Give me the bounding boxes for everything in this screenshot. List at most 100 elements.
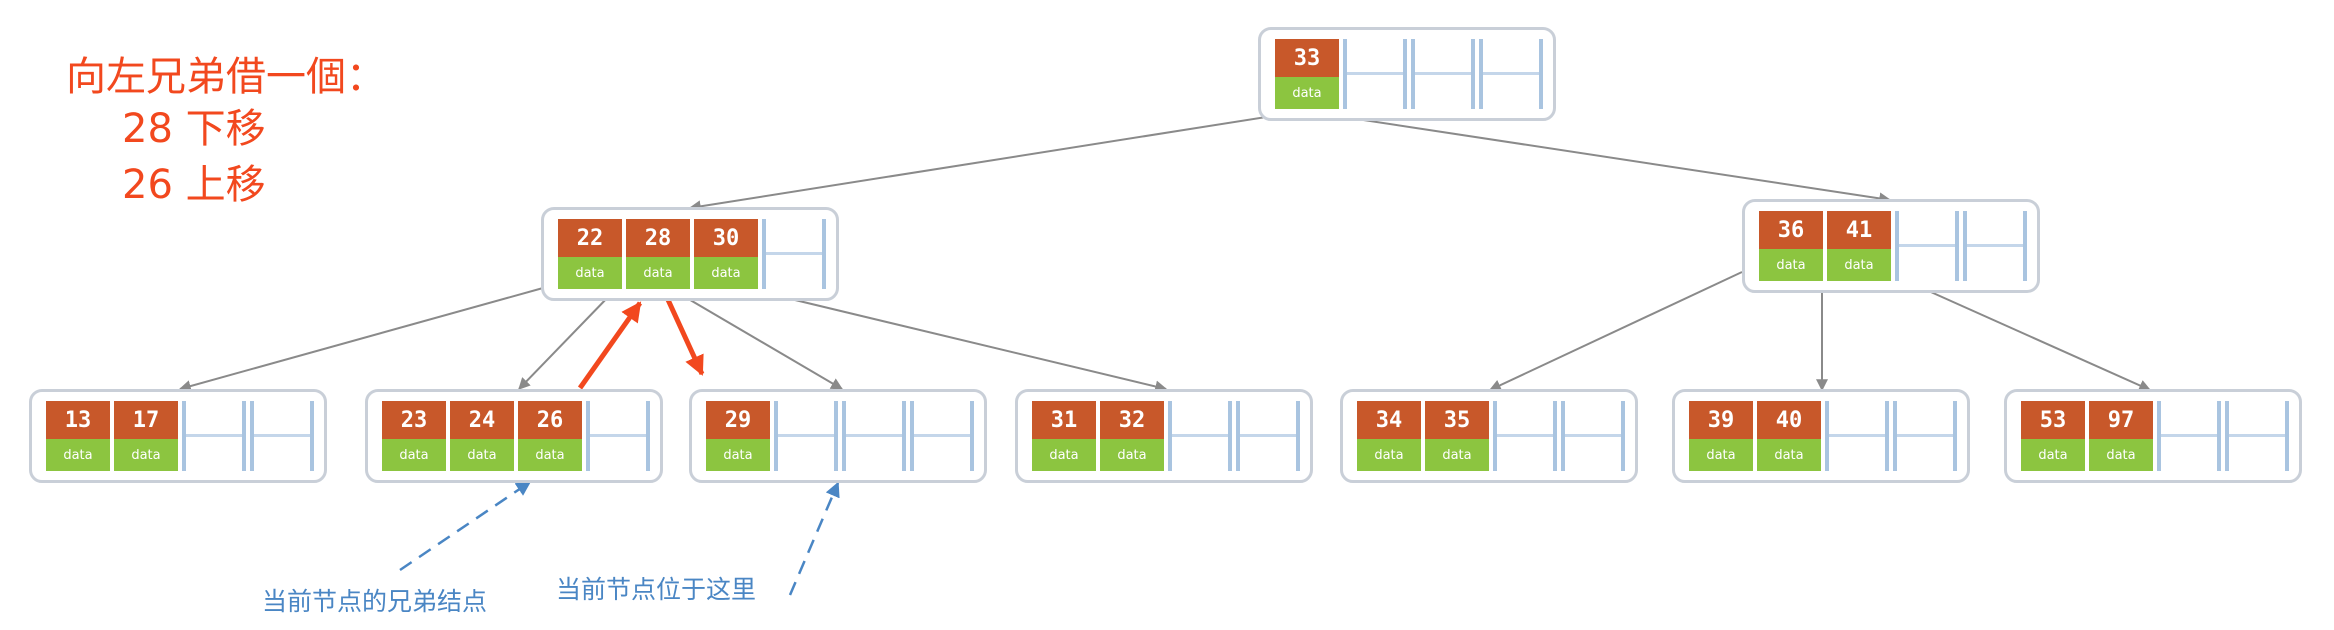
empty-slot [1893,401,1957,471]
data-label: data [1757,439,1821,471]
annotation-line-1: 向左兄弟借一個： [66,54,386,100]
empty-slot [182,401,246,471]
empty-slot [1825,401,1889,471]
key-value: 35 [1425,401,1489,439]
key-value: 29 [706,401,770,439]
empty-slot [250,401,314,471]
edge-root-left [688,110,1305,213]
key-value: 23 [382,401,446,439]
empty-slot [762,219,826,289]
empty-slot [842,401,906,471]
empty-slot [1561,401,1625,471]
data-label: data [382,439,446,471]
edge-internal-right-2 [1903,279,2152,392]
data-label: data [1032,439,1096,471]
data-label: data [558,257,622,289]
data-label: data [1689,439,1753,471]
data-label: data [1275,77,1339,109]
empty-slot [2225,401,2289,471]
annotation-line-2: 28 下移 [122,106,266,152]
key-value: 28 [626,219,690,257]
key-value: 17 [114,401,178,439]
edge-internal-left-1 [518,293,612,390]
empty-slot [1168,401,1232,471]
empty-slot [1479,39,1543,109]
data-label: data [626,257,690,289]
key-value: 30 [694,219,758,257]
key-value: 40 [1757,401,1821,439]
edge-internal-left-2 [679,293,844,390]
annotation-line-3: 26 上移 [122,162,266,208]
data-label: data [2021,439,2085,471]
current-pointer-arrow [788,481,840,596]
empty-slot [1343,39,1407,109]
edge-internal-left-0 [178,287,544,392]
key-value: 97 [2089,401,2153,439]
data-label: data [46,439,110,471]
edge-internal-right-0 [1488,271,1743,391]
data-label: data [1759,249,1823,281]
data-label: data [694,257,758,289]
key-value: 22 [558,219,622,257]
move-down-arrow [661,289,705,376]
empty-slot [1963,211,2027,281]
edge-root-right [1303,110,1892,205]
key-value: 31 [1032,401,1096,439]
empty-slot [2157,401,2221,471]
empty-slot [1411,39,1475,109]
edge-internal-left-3 [744,287,1168,393]
data-label: data [518,439,582,471]
key-value: 26 [518,401,582,439]
data-label: data [1100,439,1164,471]
empty-slot [1236,401,1300,471]
key-value: 13 [46,401,110,439]
data-label: data [1357,439,1421,471]
key-value: 36 [1759,211,1823,249]
data-label: data [706,439,770,471]
data-label: data [2089,439,2153,471]
key-value: 24 [450,401,514,439]
empty-slot [774,401,838,471]
empty-slot [586,401,650,471]
key-value: 39 [1689,401,1753,439]
key-value: 53 [2021,401,2085,439]
data-label: data [1425,439,1489,471]
empty-slot [1895,211,1959,281]
empty-slot [910,401,974,471]
move-up-arrow [577,301,643,390]
empty-slot [1493,401,1557,471]
key-value: 32 [1100,401,1164,439]
sibling-node-caption: 当前节点的兄弟结点 [262,587,488,616]
key-value: 33 [1275,39,1339,77]
data-label: data [450,439,514,471]
key-value: 41 [1827,211,1891,249]
